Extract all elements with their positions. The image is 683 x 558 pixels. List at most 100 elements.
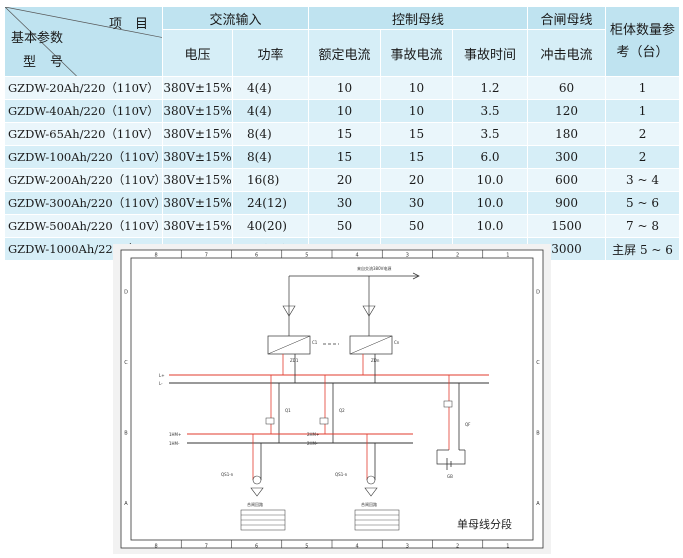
- frame-col-label: 1: [506, 253, 509, 259]
- group-cabinets: 柜体数量参考（台）: [605, 6, 681, 77]
- cell-surge: 60: [527, 76, 607, 100]
- frame-col-label: 5: [305, 544, 308, 550]
- cell-surge: 300: [527, 145, 607, 169]
- frame-row-label: C: [124, 360, 128, 366]
- col-fault-current: 事故电流: [380, 29, 454, 77]
- cell-model: GZDW-20Ah/220（110V）: [4, 76, 163, 100]
- cell-rated: 20: [308, 168, 382, 192]
- cell-fault: 50: [380, 214, 454, 238]
- frame-row-label: B: [536, 430, 540, 436]
- cell-cabinets: 3 ~ 4: [605, 168, 681, 192]
- cell-time: 3.5: [452, 99, 529, 123]
- switch-q2-label: Q2: [339, 408, 345, 413]
- frame-col-label: 8: [155, 253, 158, 259]
- frame-col-label: 1: [506, 544, 509, 550]
- cell-rated: 10: [308, 99, 382, 123]
- cell-voltage: 380V±15%: [162, 191, 233, 215]
- frame-col-label: 5: [305, 253, 308, 259]
- cell-power: 40(20): [231, 214, 310, 238]
- charger-module-1: C1 ZD1: [267, 305, 318, 363]
- col-power: 功率: [231, 29, 310, 77]
- table-corner-header: 项 目 基本参数 型号: [4, 6, 163, 77]
- sub-bus-1-pos-label: 1HM+: [169, 432, 181, 437]
- cell-voltage: 380V±15%: [162, 214, 233, 238]
- frame-col-label: 3: [406, 544, 409, 550]
- cell-voltage: 380V±15%: [162, 145, 233, 169]
- corner-item-label: 项 目: [108, 17, 148, 32]
- frame-col-label: 2: [456, 253, 459, 259]
- cell-model: GZDW-100Ah/220（110V）: [4, 145, 163, 169]
- cell-fault: 20: [380, 168, 454, 192]
- drawing-frame: [120, 249, 544, 549]
- cell-cabinets: 1: [605, 76, 681, 100]
- diode-1-label: ZD1: [290, 358, 299, 363]
- feeder-2-tab-label: 合闸回路: [361, 501, 377, 507]
- cell-time: 6.0: [452, 145, 529, 169]
- cell-voltage: 380V±15%: [162, 168, 233, 192]
- cell-fault: 30: [380, 191, 454, 215]
- col-voltage: 电压: [162, 29, 233, 77]
- diode-n-label: ZDn: [371, 358, 380, 363]
- frame-col-label: 8: [155, 544, 158, 550]
- cell-fault: 15: [380, 122, 454, 146]
- switch-qf-label: QF: [465, 422, 471, 427]
- cell-power: 4(4): [231, 99, 310, 123]
- cell-voltage: 380V±15%: [162, 99, 233, 123]
- cell-power: 8(4): [231, 145, 310, 169]
- cell-model: GZDW-65Ah/220（110V）: [4, 122, 163, 146]
- switch-q1-label: Q1: [285, 408, 291, 413]
- charger-1-label: C1: [312, 340, 318, 345]
- frame-col-label: 3: [406, 253, 409, 259]
- sub-bus-2-pos-label: 2HM+: [307, 432, 319, 437]
- diagram-caption: 单母线分段: [457, 517, 512, 531]
- cell-time: 10.0: [452, 168, 529, 192]
- cell-rated: 30: [308, 191, 382, 215]
- frame-col-label: 4: [356, 544, 359, 550]
- cell-time: 10.0: [452, 191, 529, 215]
- group-control-bus: 控制母线: [308, 6, 529, 30]
- ac-supply-label: 来自交流380V电源: [357, 265, 391, 271]
- group-ac-input: 交流输入: [161, 6, 310, 30]
- frame-row-label: C: [536, 360, 540, 366]
- sub-bus-1-neg-label: 1HM-: [169, 441, 180, 446]
- frame-row-label: D: [536, 289, 540, 295]
- cell-time: 3.5: [452, 122, 529, 146]
- cell-model: GZDW-40Ah/220（110V）: [4, 99, 163, 123]
- cell-model: GZDW-500Ah/220（110V）: [4, 214, 163, 238]
- cell-voltage: 380V±15%: [162, 122, 233, 146]
- cell-surge: 120: [527, 99, 607, 123]
- cell-fault: 15: [380, 145, 454, 169]
- charger-module-n: Cn ZDn: [349, 305, 400, 363]
- frame-col-label: 6: [255, 544, 258, 550]
- charger-n-label: Cn: [394, 340, 400, 345]
- cell-power: 16(8): [231, 168, 310, 192]
- cell-cabinets: 主屏 5 ~ 6: [605, 237, 681, 261]
- cell-surge: 180: [527, 122, 607, 146]
- cell-rated: 10: [308, 76, 382, 100]
- cell-rated: 50: [308, 214, 382, 238]
- sub-bus-2-neg-label: 2HM-: [307, 441, 318, 446]
- frame-col-label: 4: [356, 253, 359, 259]
- cell-fault: 10: [380, 76, 454, 100]
- cell-power: 8(4): [231, 122, 310, 146]
- cell-cabinets: 5 ~ 6: [605, 191, 681, 215]
- corner-basic-label: 基本参数: [11, 31, 64, 46]
- cell-rated: 15: [308, 122, 382, 146]
- cell-time: 1.2: [452, 76, 529, 100]
- frame-col-label: 2: [456, 544, 459, 550]
- feeder-1-tab-label: 合闸回路: [247, 501, 263, 507]
- battery-label: GB: [447, 474, 453, 479]
- corner-model-label: 型号: [23, 55, 78, 70]
- cell-surge: 900: [527, 191, 607, 215]
- feeder-2-switch-label: QS1-n: [335, 472, 348, 477]
- cell-model: GZDW-200Ah/220（110V）: [4, 168, 163, 192]
